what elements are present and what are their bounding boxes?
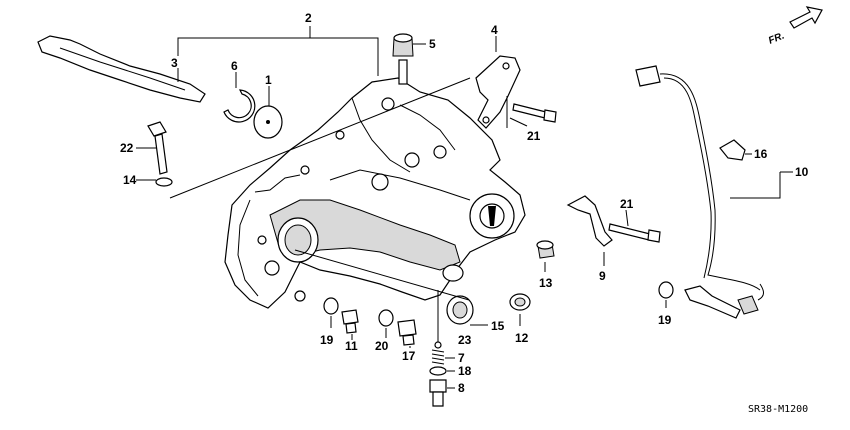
bracket-4 — [475, 55, 521, 129]
bolt-11 — [341, 309, 359, 334]
bolt-17 — [397, 319, 417, 346]
callout-6: 6 — [231, 59, 238, 73]
callout-13: 13 — [539, 276, 553, 290]
callout-14: 14 — [123, 173, 137, 187]
spring-7 — [431, 349, 445, 365]
oil-guide-plate-1 — [253, 105, 283, 139]
drawing-code: SR38-M1200 — [748, 404, 808, 415]
front-direction-arrow: FR. — [767, 6, 823, 47]
oil-seal-15 — [446, 295, 474, 325]
callout-23: 23 — [458, 333, 472, 347]
callout-17: 17 — [402, 349, 416, 363]
callout-22: 22 — [120, 141, 134, 155]
leader-lines — [136, 26, 793, 389]
bracket-9 — [566, 195, 613, 247]
callout-19-right: 19 — [658, 313, 672, 327]
callout-20: 20 — [375, 339, 389, 353]
direction-label: FR. — [767, 31, 786, 47]
callout-4: 4 — [491, 23, 498, 37]
callout-19-left: 19 — [320, 333, 334, 347]
washer-18 — [429, 366, 447, 376]
bolt-8 — [429, 379, 447, 407]
speed-sensor-harness-10 — [635, 65, 764, 319]
callout-7: 7 — [458, 351, 465, 365]
plug-12 — [509, 293, 531, 311]
callout-15: 15 — [491, 319, 505, 333]
ball-23 — [434, 341, 442, 349]
clip-16 — [719, 139, 746, 161]
callout-2: 2 — [305, 11, 312, 25]
callout-labels: 2 3 6 1 5 4 21 22 14 21 9 13 12 15 16 10… — [120, 11, 809, 395]
plug-13 — [536, 240, 555, 259]
callout-18: 18 — [458, 364, 472, 378]
callout-21-lower: 21 — [620, 197, 634, 211]
callout-1: 1 — [265, 73, 272, 87]
callout-21-upper: 21 — [527, 129, 541, 143]
snap-ring-6 — [223, 89, 256, 123]
washer-19-right — [658, 281, 674, 299]
cap-5 — [392, 33, 414, 57]
bolt-21-upper — [512, 103, 557, 123]
callout-3: 3 — [171, 56, 178, 70]
callout-11: 11 — [345, 339, 358, 353]
transmission-case — [224, 59, 526, 309]
shift-cable-bracket-3 — [37, 35, 206, 103]
washer-14 — [155, 177, 173, 187]
washer-19-left — [323, 297, 339, 315]
bolt-22 — [147, 121, 168, 175]
callout-5: 5 — [429, 37, 436, 51]
callout-9: 9 — [599, 269, 606, 283]
callout-16: 16 — [754, 147, 768, 161]
washer-20 — [378, 309, 394, 327]
callout-10: 10 — [795, 165, 809, 179]
callout-8: 8 — [458, 381, 465, 395]
callout-12: 12 — [515, 331, 529, 345]
bolt-21-lower — [608, 223, 661, 243]
